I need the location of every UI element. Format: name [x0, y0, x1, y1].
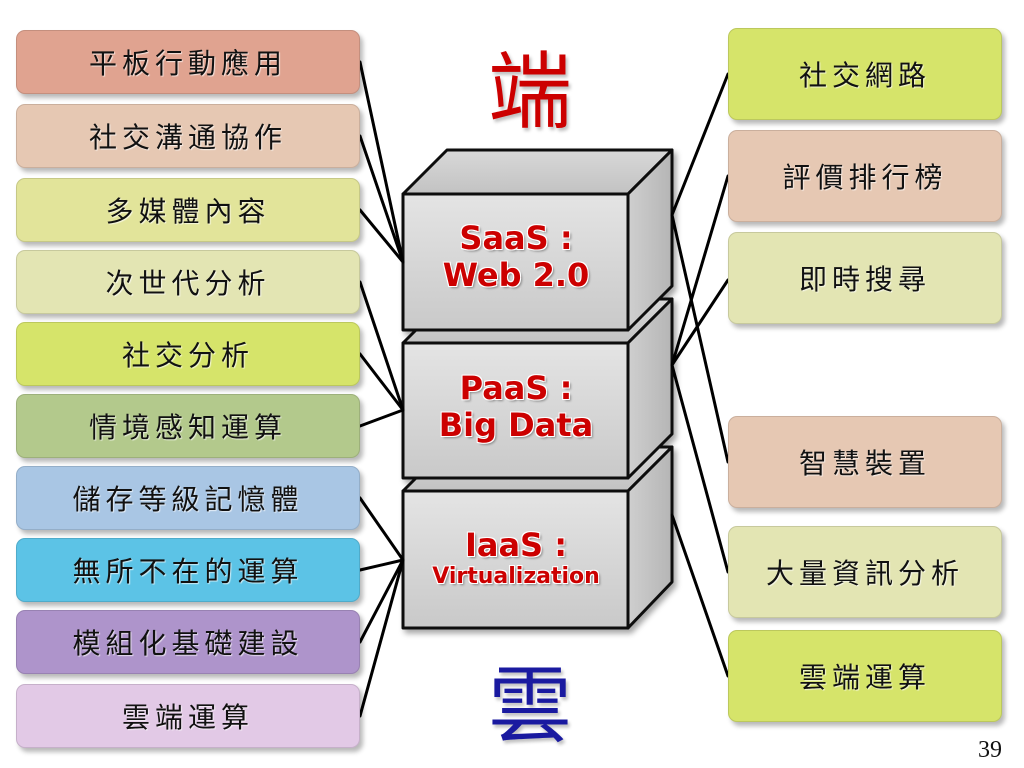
connector-left-5: [358, 352, 405, 412]
right-item-label: 智慧裝置: [798, 447, 931, 480]
connector-right-5: [670, 363, 730, 574]
page-number: 39: [978, 737, 1002, 763]
connector-left-8: [358, 558, 405, 572]
connector-left-4: [358, 280, 405, 412]
layer-label-iaas: IaaS : Virtualization: [404, 527, 628, 589]
layer-saas-name: SaaS :: [459, 219, 573, 257]
layer-iaas-sub: Virtualization: [432, 563, 600, 589]
layer-paas-name: PaaS :: [459, 369, 573, 407]
left-item-label: 平板行動應用: [88, 47, 287, 80]
left-item-label: 模組化基礎建設: [72, 627, 304, 660]
right-item-label: 雲端運算: [798, 661, 931, 694]
layer-paas-sub: Big Data: [438, 405, 594, 444]
left-item-5: 社交分析: [16, 322, 360, 386]
left-item-9: 模組化基礎建設: [16, 610, 360, 674]
right-item-label: 社交網路: [798, 59, 931, 92]
left-item-label: 社交分析: [121, 339, 254, 372]
left-item-label: 儲存等級記憶體: [72, 483, 304, 516]
left-item-label: 次世代分析: [105, 267, 271, 300]
connector-left-2: [358, 134, 405, 264]
connector-left-3: [358, 208, 405, 264]
connector-right-4: [670, 213, 730, 464]
layer-label-saas: SaaS : Web 2.0: [404, 220, 628, 294]
connector-left-1: [358, 60, 405, 264]
right-item-label: 大量資訊分析: [765, 557, 964, 590]
left-item-label: 雲端運算: [121, 701, 254, 734]
left-item-label: 情境感知運算: [88, 411, 287, 444]
connector-right-2: [670, 174, 730, 367]
right-item-4: 智慧裝置: [728, 416, 1002, 508]
layer-iaas-name: IaaS :: [464, 526, 568, 564]
connector-right-3: [670, 278, 730, 367]
left-item-3: 多媒體內容: [16, 178, 360, 242]
left-item-6: 情境感知運算: [16, 394, 360, 458]
left-item-label: 社交溝通協作: [88, 121, 287, 154]
right-connectors: [670, 72, 730, 678]
layer-saas-sub: Web 2.0: [442, 255, 590, 294]
bottom-char: 雲: [488, 657, 573, 755]
connector-left-6: [358, 408, 405, 428]
top-char: 端: [488, 43, 573, 141]
right-item-5: 大量資訊分析: [728, 526, 1002, 618]
connector-left-10: [358, 558, 405, 718]
connector-right-1: [670, 72, 730, 217]
right-item-label: 即時搜尋: [798, 263, 931, 296]
cube-saas-top: [401, 148, 674, 196]
left-item-10: 雲端運算: [16, 684, 360, 748]
left-connectors: [358, 60, 405, 718]
right-item-1: 社交網路: [728, 28, 1002, 120]
right-item-3: 即時搜尋: [728, 232, 1002, 324]
right-item-label: 評價排行榜: [782, 161, 948, 194]
left-item-8: 無所不在的運算: [16, 538, 360, 602]
layer-label-paas: PaaS : Big Data: [404, 370, 628, 444]
cube-iaas-front: [401, 489, 630, 630]
left-item-4: 次世代分析: [16, 250, 360, 314]
right-item-2: 評價排行榜: [728, 130, 1002, 222]
cube-saas: [401, 148, 674, 332]
left-item-1: 平板行動應用: [16, 30, 360, 94]
cube-saas-front: [401, 192, 630, 332]
connector-right-6: [670, 513, 730, 678]
left-item-2: 社交溝通協作: [16, 104, 360, 168]
connector-left-9: [358, 558, 405, 644]
left-item-7: 儲存等級記憶體: [16, 466, 360, 530]
left-item-label: 多媒體內容: [105, 195, 271, 228]
cube-stack: [401, 148, 674, 630]
left-item-label: 無所不在的運算: [72, 555, 304, 588]
connector-left-7: [358, 496, 405, 562]
right-item-6: 雲端運算: [728, 630, 1002, 722]
